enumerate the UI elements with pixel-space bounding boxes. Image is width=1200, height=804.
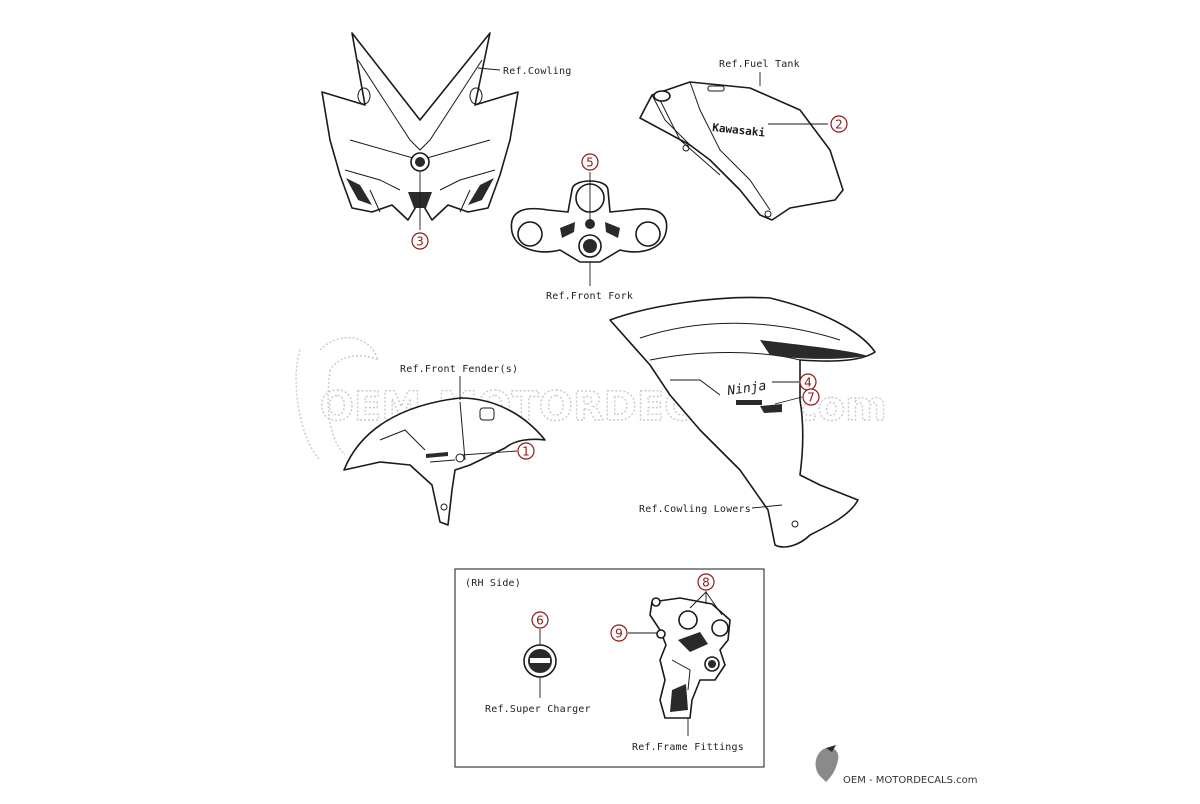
callout-8: 8 [697, 573, 715, 591]
ref-super-charger-label: Ref.Super Charger [485, 704, 591, 715]
tank-kawasaki-decal: Kawasaki [712, 121, 766, 140]
callout-1: 1 [517, 442, 535, 460]
front-fender: 1 Ref.Front Fender(s) [343, 364, 546, 526]
ref-front-fork-label: Ref.Front Fork [546, 291, 633, 302]
callout-6: 6 [531, 611, 549, 629]
fork-emblem [585, 219, 595, 229]
svg-text:6: 6 [536, 614, 544, 628]
svg-text:4: 4 [804, 376, 812, 390]
fuel-tank: Kawasaki 2 Ref.Fuel Tank [639, 59, 848, 221]
ref-cowling-lowers-label: Ref.Cowling Lowers [639, 504, 751, 515]
callout-2: 2 [830, 115, 848, 133]
mirror-mount-right [469, 87, 483, 105]
footer-logo-text: OEM - MOTORDECALS.com [843, 775, 978, 786]
mirror-mount-left [357, 87, 371, 105]
bird-logo-icon [815, 747, 839, 782]
callout-7: 7 [802, 388, 820, 406]
callout-9: 9 [610, 624, 628, 642]
callout-4: 4 [799, 373, 817, 391]
callout-5: 5 [581, 153, 599, 171]
fuel-cap-vent [653, 90, 671, 102]
inset-title: (RH Side) [465, 578, 521, 589]
cowling-lower: Ninja 4 7 Ref.Cowling Lowers [609, 296, 876, 548]
svg-text:8: 8 [702, 576, 710, 590]
svg-text:1: 1 [522, 445, 530, 459]
svg-text:3: 3 [416, 235, 424, 249]
svg-text:2: 2 [835, 118, 843, 132]
super-charger-emblem: 6 Ref.Super Charger [485, 611, 591, 715]
ref-frame-fittings-label: Ref.Frame Fittings [632, 742, 744, 753]
front-fork-clamp: 5 Ref.Front Fork [510, 153, 668, 302]
ref-front-fender-label: Ref.Front Fender(s) [400, 364, 518, 375]
svg-text:7: 7 [807, 391, 815, 405]
svg-text:9: 9 [615, 627, 623, 641]
footer-logo: OEM - MOTORDECALS.com [815, 745, 978, 786]
rh-side-inset: (RH Side) 6 Ref.Super Charger [454, 568, 765, 768]
frame-fittings: 8 9 Ref.Frame Fittings [610, 573, 744, 753]
callout-3: 3 [411, 232, 429, 250]
ref-fuel-tank-label: Ref.Fuel Tank [719, 59, 800, 70]
ref-cowling-label: Ref.Cowling [503, 66, 571, 77]
ninja-decal: Ninja [725, 379, 767, 399]
svg-text:5: 5 [586, 156, 594, 170]
upper-cowling: Ref.Cowling 3 [321, 32, 571, 250]
